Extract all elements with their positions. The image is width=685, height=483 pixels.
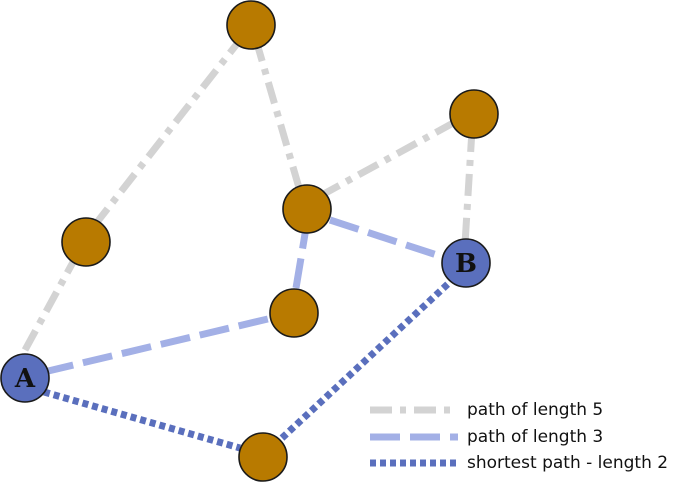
path-length-3-edges [43,216,448,376]
node-b-circle [441,238,491,288]
node-b-label: B [455,249,477,279]
legend-item-shortest-path: shortest path - length 2 [370,453,668,473]
legend-label-shortest-path: shortest path - length 2 [467,453,668,473]
edge-top-node-to-center-node [252,39,306,199]
middle-node [269,288,319,338]
edge-a-to-middle-node [43,314,273,376]
endpoint-b: B [441,238,491,288]
legend-label-path-length-5: path of length 5 [467,400,603,420]
legend-label-path-length-3: path of length 3 [467,427,603,447]
legend-item-path-length-5: path of length 5 [370,400,603,420]
path-length-5-edges [21,37,476,352]
node-a-circle [0,353,50,403]
edge-upper-right-node-to-b [461,129,476,245]
endpoint-a: A [0,353,50,403]
edge-left-node-to-top-node [91,37,243,229]
upper-right-node [449,89,499,139]
shortest-path-edges [43,279,453,452]
center-node [282,184,332,234]
top-node [226,0,276,50]
edge-a-to-bottom-node [43,388,241,452]
edge-bottom-node-to-b [279,279,453,441]
edge-center-node-to-upper-right-node [318,118,457,200]
legend-item-path-length-3: path of length 3 [370,427,603,447]
bottom-node [238,432,288,482]
intermediate-nodes [61,0,499,482]
legend: path of length 5 path of length 3 shorte… [370,400,668,473]
edge-center-node-to-b [328,216,448,262]
node-a-label: A [14,364,36,394]
left-node [61,217,111,267]
edge-middle-node-to-center-node [292,227,310,289]
